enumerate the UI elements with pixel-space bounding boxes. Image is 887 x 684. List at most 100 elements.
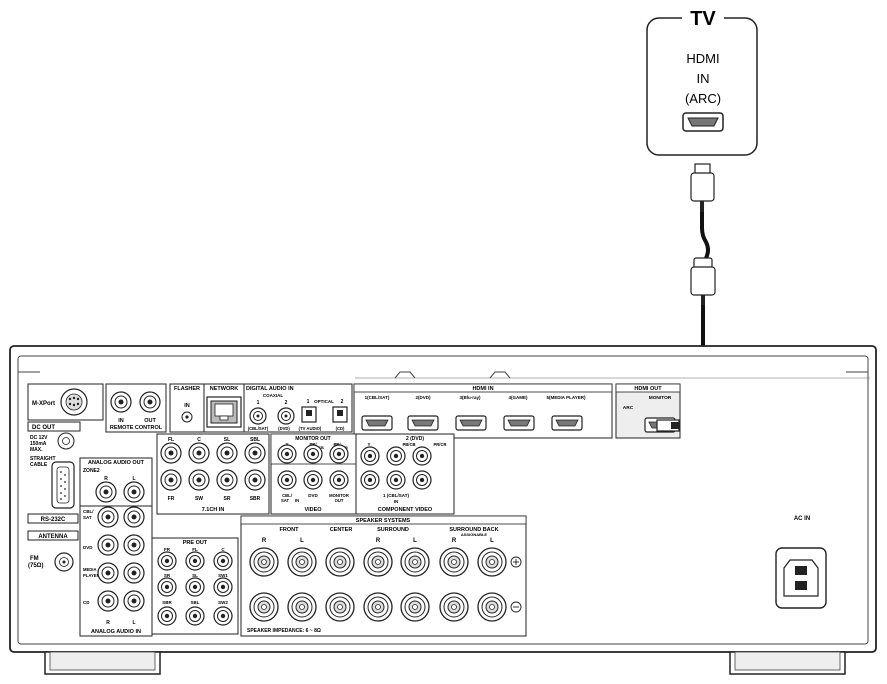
pre-sw1-jack[interactable] xyxy=(213,577,233,597)
ch71-in-section: FL C SL SBL FR SW SR SBR 7.1CH IN xyxy=(156,433,270,515)
coaxial-2-jack[interactable] xyxy=(277,407,295,425)
video-cbl-jack[interactable] xyxy=(277,470,297,490)
zone2-r-jack[interactable] xyxy=(95,481,117,503)
hdmi-in-5-port[interactable] xyxy=(551,415,583,431)
tv-box: TV HDMI IN (ARC) xyxy=(646,8,758,156)
plus-icon xyxy=(510,556,522,568)
speaker-center-minus[interactable] xyxy=(325,592,355,622)
network-section: NETWORK xyxy=(203,383,245,433)
hdmi-out-monitor-label: MONITOR xyxy=(649,395,672,401)
speaker-back-r-label: R xyxy=(452,538,457,544)
ch71-fl-jack[interactable] xyxy=(160,442,182,464)
comp1-pr-jack[interactable] xyxy=(412,470,432,490)
speaker-back-r-plus[interactable] xyxy=(439,547,469,577)
hdmi-in-2-port[interactable] xyxy=(407,415,439,431)
pre-c-jack[interactable] xyxy=(213,551,233,571)
pre-fr-label: FR xyxy=(164,547,171,552)
component-video-section: 2 (DVD) Y PB/CB PR/CR 1 (CBL/SAT) IN COM… xyxy=(355,433,455,515)
ch71-sr-jack[interactable] xyxy=(216,469,238,491)
component-cbl1-label: 1 (CBL/SAT) xyxy=(383,493,409,498)
network-title: NETWORK xyxy=(210,386,238,392)
ain-cd-r-jack[interactable] xyxy=(97,590,119,612)
speaker-back-l-plus[interactable] xyxy=(477,547,507,577)
video-dvd-jack[interactable] xyxy=(303,470,323,490)
pre-sw2-jack[interactable] xyxy=(213,606,233,626)
speaker-surround-l-minus[interactable] xyxy=(400,592,430,622)
video-monitor-out-top: MONITOR OUT xyxy=(295,436,330,442)
video-title: VIDEO xyxy=(304,507,322,513)
hdmi-in-1-port[interactable] xyxy=(361,415,393,431)
ac-inlet[interactable] xyxy=(775,547,827,609)
ain-dvd-r-jack[interactable] xyxy=(97,534,119,556)
speaker-impedance-label: SPEAKER IMPEDANCE: 6 ~ 8Ω xyxy=(247,628,321,634)
digital-audio-in-title: DIGITAL AUDIO IN xyxy=(246,386,294,392)
dc-out-section: DC OUT DC 12V 150mA MAX. xyxy=(27,421,81,453)
speaker-center-plus[interactable] xyxy=(325,547,355,577)
hdmi-in-5-label: 5(MEDIA PLAYER) xyxy=(547,395,586,400)
ch71-sw-jack[interactable] xyxy=(188,469,210,491)
remote-out-jack[interactable] xyxy=(139,391,161,413)
pre-sbl-label: SBL xyxy=(191,600,200,605)
coaxial-1-jack[interactable] xyxy=(249,407,267,425)
optical-1-port[interactable] xyxy=(301,406,317,423)
hdmi-in-4-port[interactable] xyxy=(503,415,535,431)
hdmi-in-3-port[interactable] xyxy=(455,415,487,431)
pre-sr-jack[interactable] xyxy=(157,577,177,597)
pre-out-title: PRE OUT xyxy=(183,540,208,546)
ch71-fr-jack[interactable] xyxy=(160,469,182,491)
pre-sbl-jack[interactable] xyxy=(185,606,205,626)
monitor-out-y-jack[interactable] xyxy=(277,444,297,464)
pre-fr-jack[interactable] xyxy=(157,551,177,571)
speaker-back-r-minus[interactable] xyxy=(439,592,469,622)
speaker-back-l-minus[interactable] xyxy=(477,592,507,622)
monitor-out-pr-jack[interactable] xyxy=(329,444,349,464)
pre-fl-jack[interactable] xyxy=(185,551,205,571)
ch71-sbl-label: SBL xyxy=(250,437,260,443)
remote-control-section: IN OUT REMOTE CONTROL xyxy=(105,383,167,433)
ch71-sbr-jack[interactable] xyxy=(244,469,266,491)
ain-media-r-jack[interactable] xyxy=(97,562,119,584)
speaker-front-r-minus[interactable] xyxy=(249,592,279,622)
speaker-front-l-plus[interactable] xyxy=(287,547,317,577)
speaker-surround-back-label: SURROUND BACK xyxy=(449,527,498,533)
component-y-label: Y xyxy=(367,442,370,447)
speaker-front-r-plus[interactable] xyxy=(249,547,279,577)
ch71-sl-jack[interactable] xyxy=(216,442,238,464)
ain-cd-l-jack[interactable] xyxy=(123,590,145,612)
optical-2-port[interactable] xyxy=(332,406,348,423)
comp1-pb-jack[interactable] xyxy=(386,470,406,490)
fm-label: FM xyxy=(30,556,39,562)
speaker-front-l-minus[interactable] xyxy=(287,592,317,622)
monitor-out-pb-jack[interactable] xyxy=(303,444,323,464)
zone2-l-jack[interactable] xyxy=(123,481,145,503)
speaker-surround-r-minus[interactable] xyxy=(363,592,393,622)
speaker-surround-l-plus[interactable] xyxy=(400,547,430,577)
minus-icon xyxy=(510,601,522,613)
hdmi-in-4-label: 4(GAME) xyxy=(509,395,529,400)
ain-cbl-label-2: SAT xyxy=(83,515,92,520)
ch71-c-jack[interactable] xyxy=(188,442,210,464)
ain-cbl-r-jack[interactable] xyxy=(97,506,119,528)
dc-out-spec-2: 150mA xyxy=(30,441,47,447)
ethernet-port[interactable] xyxy=(206,396,242,428)
pre-sbr-jack[interactable] xyxy=(157,606,177,626)
ain-cd-label: CD xyxy=(83,600,90,605)
ain-cbl-l-jack[interactable] xyxy=(123,506,145,528)
ch71-sbl-jack[interactable] xyxy=(244,442,266,464)
comp1-y-jack[interactable] xyxy=(360,470,380,490)
video-monitor-out-jack[interactable] xyxy=(329,470,349,490)
comp2-pb-jack[interactable] xyxy=(386,446,406,466)
speaker-surround-r-plus[interactable] xyxy=(363,547,393,577)
ain-dvd-l-jack[interactable] xyxy=(123,534,145,556)
pre-sw1-label: SW1 xyxy=(218,573,228,578)
comp2-y-jack[interactable] xyxy=(360,446,380,466)
video-cbl-label-2: SAT xyxy=(281,498,290,503)
speaker-front-l-label: L xyxy=(300,538,304,544)
hdmi-in-title: HDMI IN xyxy=(472,386,493,392)
remote-in-jack[interactable] xyxy=(110,391,132,413)
comp2-pr-jack[interactable] xyxy=(412,446,432,466)
ac-in-section: AC IN xyxy=(775,516,827,609)
ain-r-label: R xyxy=(106,620,110,626)
pre-sl-jack[interactable] xyxy=(185,577,205,597)
ain-media-l-jack[interactable] xyxy=(123,562,145,584)
